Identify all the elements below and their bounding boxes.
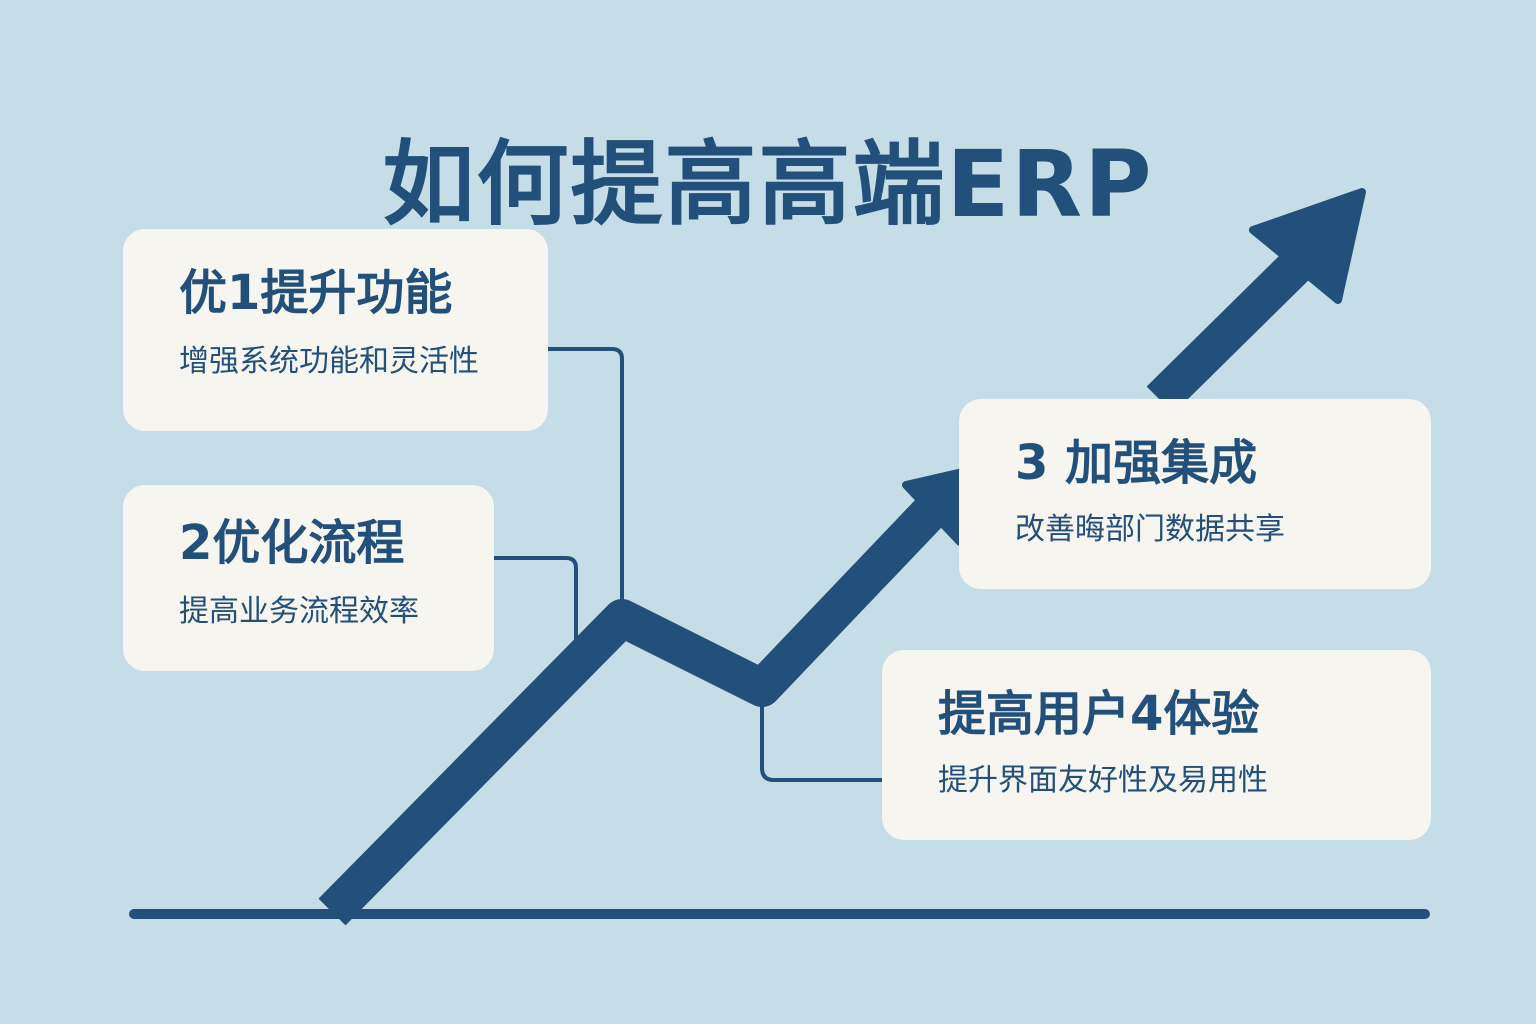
step-title: 提高用户4体验 bbox=[938, 686, 1260, 742]
trend-line bbox=[318, 477, 964, 926]
joint-marker-peak bbox=[605, 601, 639, 635]
step-title: 2优化流程 bbox=[179, 515, 405, 571]
connector-step-4 bbox=[760, 688, 884, 782]
page-title: 如何提高高端ERP bbox=[382, 130, 1154, 238]
step-card-3: 3 加强集成 改善晦部门数据共享 bbox=[959, 399, 1431, 589]
step-card-2: 2优化流程 提高业务流程效率 bbox=[123, 485, 494, 671]
step-card-4: 提高用户4体验 提升界面友好性及易用性 bbox=[882, 650, 1431, 840]
step-card-1: 优1提升功能 增强系统功能和灵活性 bbox=[123, 229, 548, 431]
connector-step-2 bbox=[494, 556, 578, 650]
connector-step-1 bbox=[548, 347, 624, 618]
step-description: 提升界面友好性及易用性 bbox=[938, 762, 1268, 798]
joint-marker-valley bbox=[745, 671, 779, 705]
step-description: 增强系统功能和灵活性 bbox=[179, 343, 479, 379]
upper-arrow-shaft bbox=[1146, 248, 1314, 414]
step-title: 3 加强集成 bbox=[1015, 435, 1258, 491]
arrow-head-top bbox=[1249, 188, 1366, 304]
step-title: 优1提升功能 bbox=[179, 265, 453, 321]
step-description: 改善晦部门数据共享 bbox=[1015, 511, 1285, 547]
step-description: 提高业务流程效率 bbox=[179, 593, 419, 629]
